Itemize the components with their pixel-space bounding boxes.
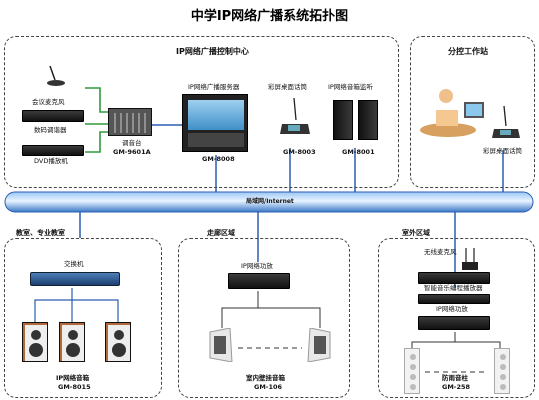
network-switch-icon (30, 272, 120, 286)
network-label: 局域网/Internet (246, 198, 294, 205)
wireless-mic-icon (460, 246, 480, 272)
corridor-amp-label: IP网络功放 (241, 262, 273, 270)
corridor-amplifier-icon (228, 273, 290, 289)
outdoor-zone-panel (378, 238, 535, 398)
wall-speaker-label: 室内壁挂音箱 (246, 374, 285, 382)
server-model: GM-8008 (202, 155, 235, 163)
monitor-model: GM-8001 (342, 148, 375, 156)
digital-tuner-icon (22, 110, 84, 122)
ip-speaker-3-icon (105, 322, 131, 362)
column-speaker-right-icon (494, 348, 510, 394)
ip-speaker-2-icon (59, 322, 85, 362)
wall-speaker-right-icon (306, 328, 332, 362)
column-speaker-label: 防雨音柱 (442, 374, 468, 382)
conference-mic-label: 会议麦克风 (32, 98, 65, 106)
outdoor-amplifier-icon (418, 316, 490, 330)
music-player-icon (418, 272, 490, 284)
outdoor-amplifier-top-icon (418, 294, 490, 304)
mixer-icon (108, 108, 152, 136)
wall-speaker-model: GM-106 (254, 383, 283, 391)
column-speaker-model: GM-258 (442, 383, 471, 391)
ip-speaker-model: GM-8015 (58, 383, 91, 391)
dvd-player-icon (22, 145, 84, 156)
switch-label: 交换机 (64, 260, 84, 268)
operator-workstation-icon (418, 84, 490, 140)
server-label: IP网络广播服务器 (188, 83, 240, 91)
control-center-panel (4, 36, 399, 188)
mixer-model: GM-9601A (113, 148, 151, 156)
outdoor-amp-label: IP网络功放 (436, 305, 468, 313)
wireless-mic-label: 无线麦克风 (424, 248, 457, 256)
outdoor-zone-title: 室外区域 (400, 229, 432, 237)
branch-station-title: 分控工作站 (448, 47, 488, 56)
monitor-label: IP网络音箱监听 (328, 83, 373, 91)
desktop-console-icon (280, 96, 310, 136)
branch-console-label: 彩屏桌面话筒 (483, 147, 522, 155)
monitor-speaker-right-icon (358, 100, 378, 140)
wall-speaker-left-icon (208, 328, 234, 362)
dvd-player-label: DVD播放机 (34, 157, 68, 165)
corridor-zone-panel (178, 238, 350, 398)
branch-console-icon (492, 104, 520, 140)
mixer-label: 调音台 (122, 139, 142, 147)
ip-speaker-label: IP网络音箱 (56, 374, 90, 382)
branch-station-panel (410, 36, 535, 188)
console-model: GM-8003 (283, 148, 316, 156)
music-player-label: 智能音乐编程播放器 (424, 284, 483, 292)
ip-speaker-1-icon (22, 322, 48, 362)
diagram-title: 中学IP网络广播系统拓扑图 (190, 9, 349, 24)
console-label: 彩屏桌面话筒 (268, 83, 307, 91)
corridor-zone-title: 走廊区域 (205, 229, 237, 237)
digital-tuner-label: 数码调谐器 (34, 126, 67, 134)
classroom-zone-panel (4, 238, 162, 398)
classroom-zone-title: 教室、专业教室 (14, 229, 67, 237)
column-speaker-left-icon (404, 348, 420, 394)
conference-mic-icon (45, 64, 67, 86)
control-center-title: IP网络广播控制中心 (176, 47, 249, 56)
broadcast-server-icon (182, 94, 248, 152)
monitor-speaker-left-icon (333, 100, 353, 140)
audio-links (85, 87, 108, 153)
